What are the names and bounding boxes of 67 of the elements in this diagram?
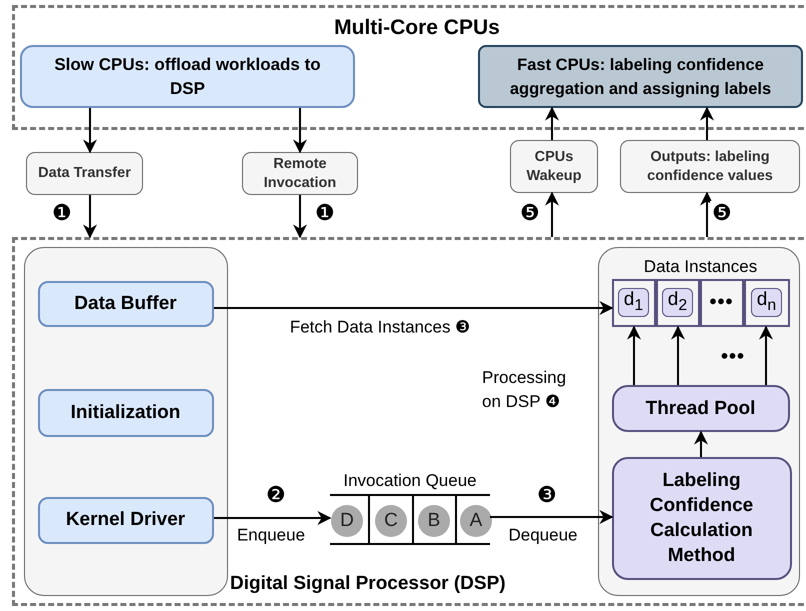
box-label: D <box>340 510 354 532</box>
queue <box>330 471 490 543</box>
arrow <box>545 192 559 237</box>
arrow <box>214 511 332 525</box>
step-box <box>620 140 800 193</box>
array-cell <box>700 278 744 326</box>
box-label: Remote Invocation <box>262 154 338 192</box>
step-number: ❸ <box>537 482 557 508</box>
array-cell <box>744 278 790 326</box>
box-label: CPUs Wakeup <box>525 148 583 186</box>
process-box <box>20 45 355 108</box>
arrow <box>671 326 685 385</box>
process-box <box>38 388 214 436</box>
process-box <box>612 384 790 432</box>
array-title: Data Instances <box>642 256 758 276</box>
arrow <box>293 108 307 154</box>
array-cell <box>612 278 656 326</box>
step-number: ❷ <box>266 482 286 508</box>
process-box <box>478 45 803 108</box>
box-label: Initialization <box>70 402 180 424</box>
process-box <box>612 456 792 580</box>
step-box <box>26 152 143 195</box>
arrow <box>83 195 97 238</box>
box-label: B <box>428 510 440 532</box>
dashed-region <box>12 5 806 130</box>
box-label: Outputs: labeling confidence values <box>646 148 774 186</box>
arrow <box>83 108 97 154</box>
box-label: d$_{n}$ <box>750 288 782 318</box>
array-cell <box>656 278 700 326</box>
arrow <box>694 430 708 457</box>
arrow <box>545 106 559 140</box>
box-label: d$_{2}$ <box>662 288 694 318</box>
arrow <box>700 106 714 140</box>
arrow <box>627 326 641 385</box>
arrow <box>490 510 614 524</box>
box-label: Labeling Confidence Calculation Method <box>648 469 754 568</box>
box-label: Slow CPUs: offload workloads to DSP <box>54 54 322 100</box>
arrow <box>700 192 714 237</box>
arrow <box>293 195 307 238</box>
arrow <box>214 301 614 315</box>
region-title: Digital Signal Processor (DSP) <box>230 573 506 595</box>
ellipsis-text: ••• <box>721 346 745 368</box>
box-label: Fast CPUs: labeling confidence aggregation and assigning labels <box>508 54 772 100</box>
arrow <box>759 326 773 385</box>
queue-item <box>418 505 450 537</box>
region-title: Multi-Core CPUs <box>333 16 501 40</box>
panel-background <box>598 247 800 596</box>
dashed-region <box>12 237 806 606</box>
ellipsis-text: ••• <box>709 291 734 314</box>
box-label: Kernel Driver <box>66 509 186 531</box>
queue-item <box>331 505 363 537</box>
queue-item <box>460 505 492 537</box>
box-label: d$_{1}$ <box>618 288 650 318</box>
box-label: Data Transfer <box>38 164 131 183</box>
box-label: A <box>470 510 482 532</box>
box-label: Thread Pool <box>646 396 756 420</box>
panel-background <box>24 247 228 596</box>
annotation-text: Processing on DSP ❹ <box>482 367 568 413</box>
process-box <box>38 496 214 544</box>
box-label: C <box>384 510 398 532</box>
edge-label: Dequeue <box>506 526 580 546</box>
step-box <box>510 140 598 193</box>
process-box <box>38 280 214 326</box>
queue-title: Invocation Queue <box>342 471 478 491</box>
queue-item <box>375 505 407 537</box>
step-box <box>242 152 358 195</box>
box-label: Data Buffer <box>74 292 177 314</box>
